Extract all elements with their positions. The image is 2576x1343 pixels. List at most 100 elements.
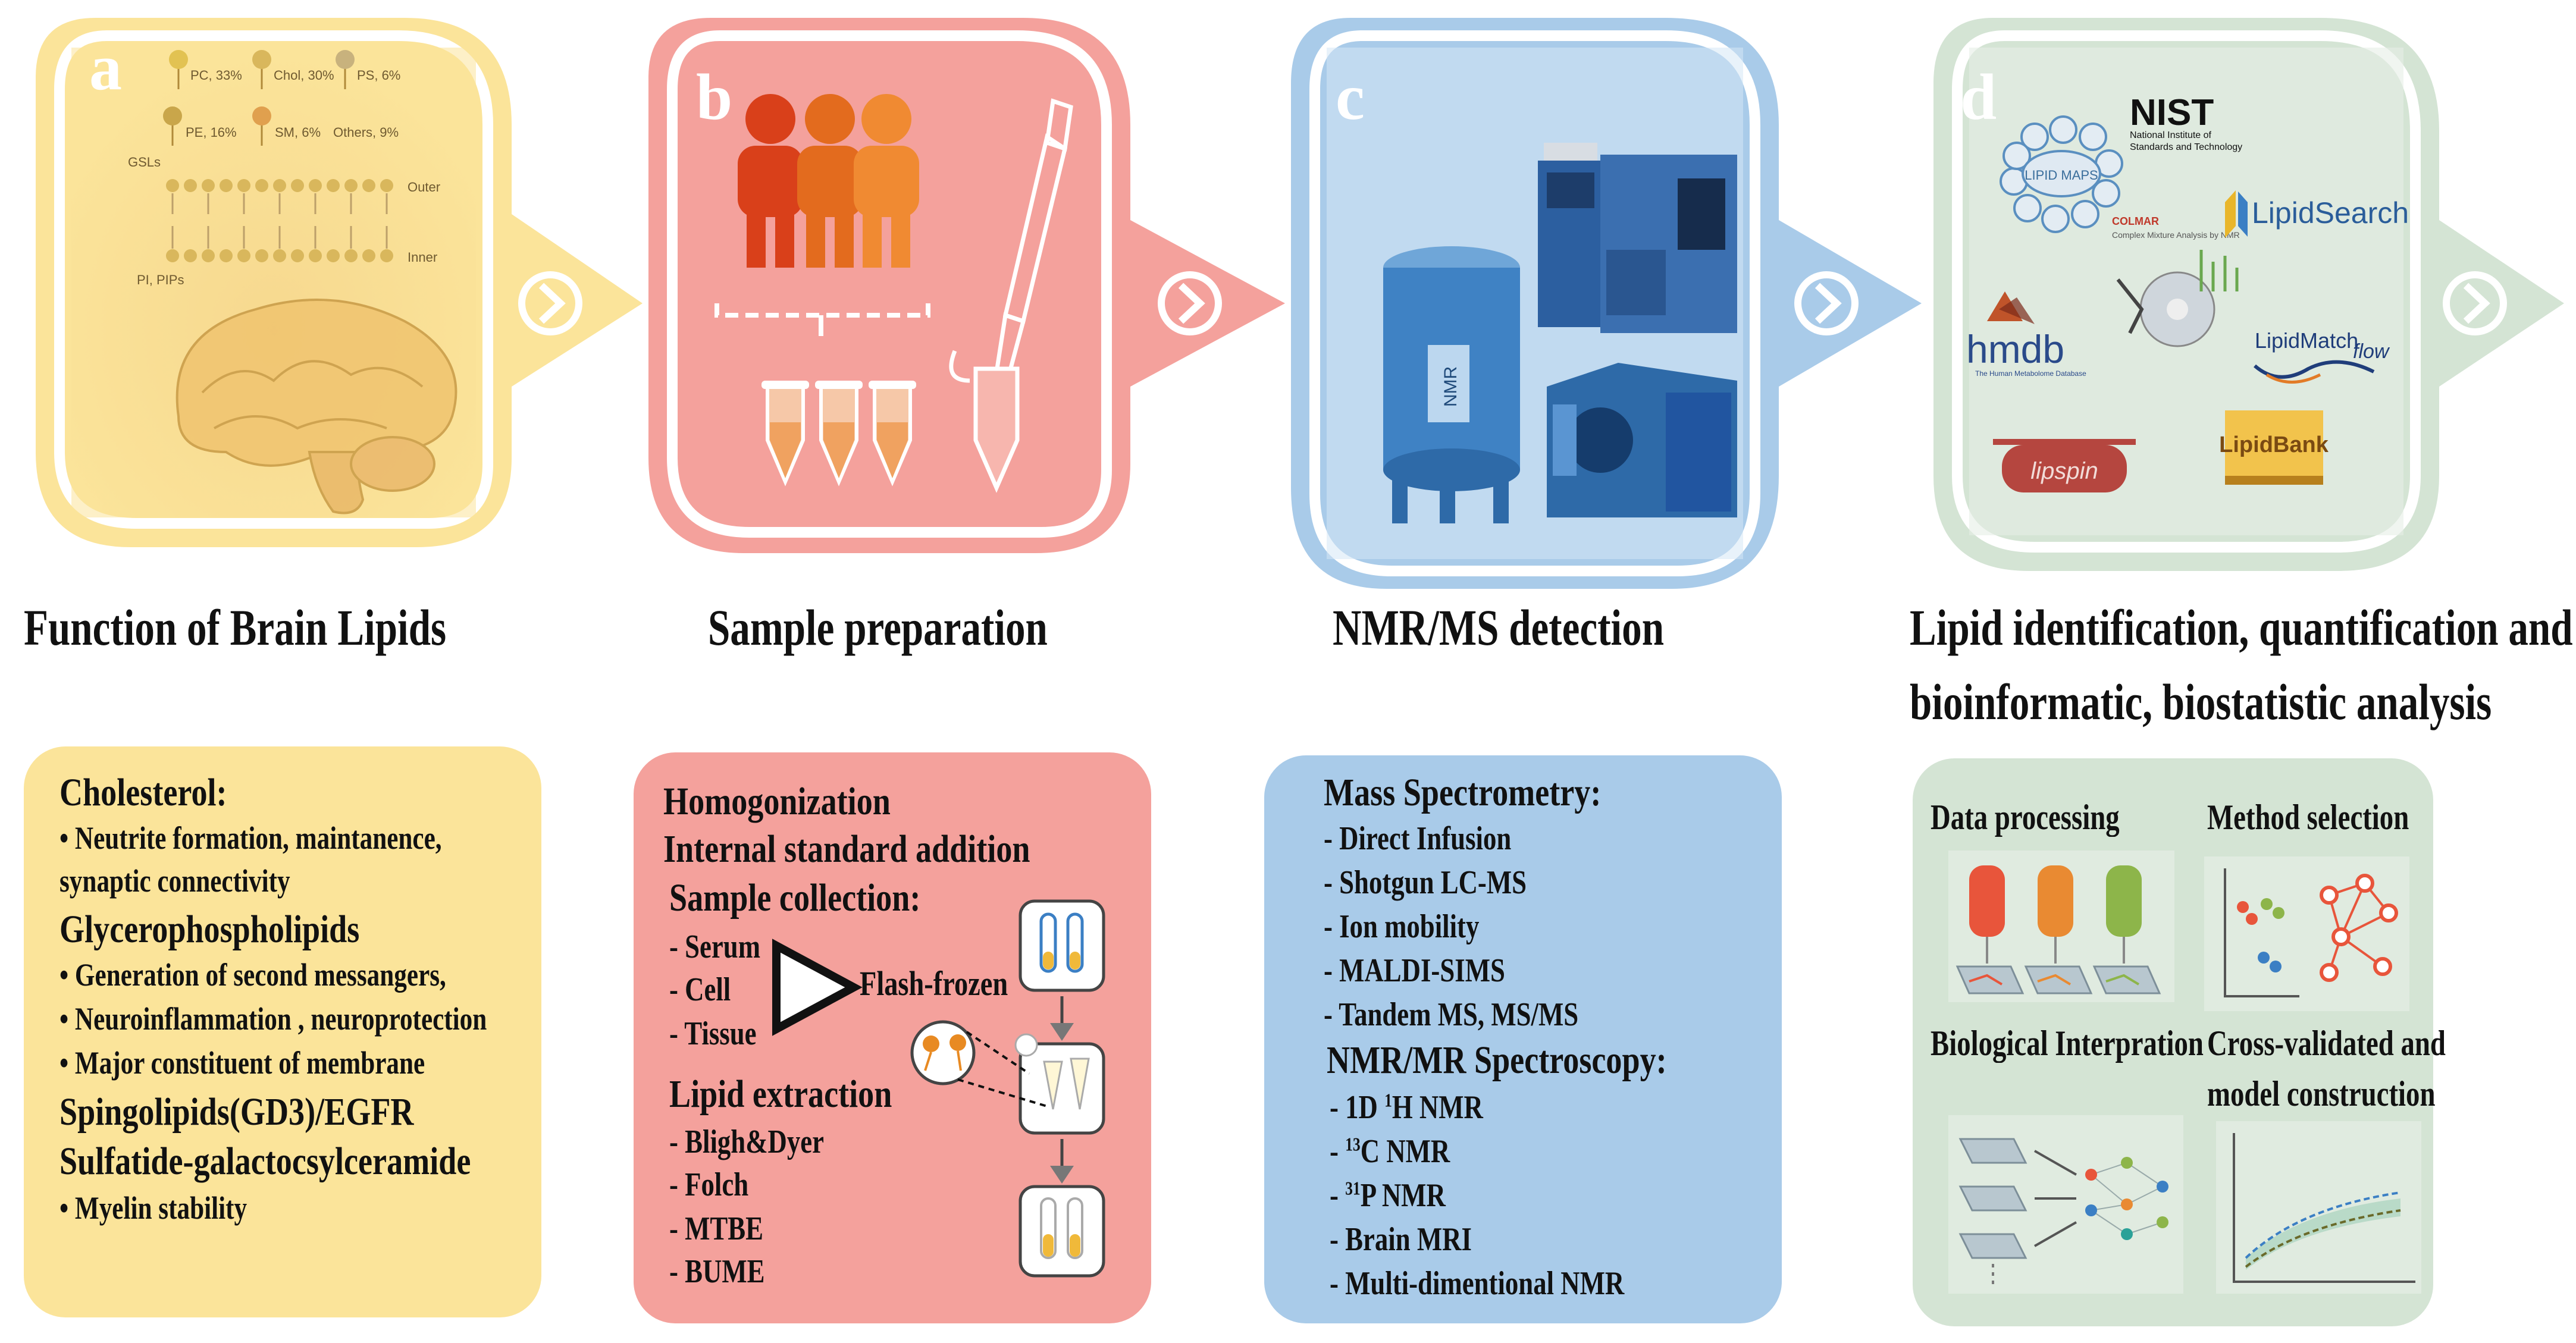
cholesterol-heading: Cholesterol: <box>59 771 227 814</box>
glyc-item-2: • Neuroinflammation , neuroprotection <box>59 1001 487 1037</box>
box-b-graphics <box>772 899 1105 1278</box>
sulfatide-heading: Sulfatide-galactocsylceramide <box>59 1140 471 1183</box>
data-processing-graphic <box>1948 851 2174 1002</box>
panel-d-letter: d <box>1960 61 1997 133</box>
panel-c: c NMR <box>1291 18 1922 589</box>
nmr-item-4: - Brain MRI <box>1330 1221 1472 1258</box>
box-nmr-ms <box>1264 755 1782 1323</box>
panel-b: b <box>648 18 1285 553</box>
others-label: Others, 9% <box>333 125 399 140</box>
lipid-droplet-icon <box>910 1020 1048 1107</box>
panel-c-letter: c <box>1336 61 1365 133</box>
people-icons <box>714 94 930 336</box>
outer-label: Outer <box>408 180 440 194</box>
next-arrow-c <box>1794 271 1859 335</box>
panel-d: d LIPID MAPS NIST National Institute of … <box>1933 18 2564 571</box>
method-selection-label: Method selection <box>2207 798 2409 837</box>
pi-label: PI, PIPs <box>137 272 184 287</box>
ms-item-2: - Shotgun LC-MS <box>1324 864 1527 901</box>
brain-illustration <box>176 299 457 514</box>
hmdb-sub: The Human Metabolome Database <box>1975 369 2086 378</box>
glyc-item-3: • Major constituent of membrane <box>59 1045 425 1081</box>
extraction-heading: Lipid extraction <box>669 1072 892 1116</box>
chol-label: Chol, 30% <box>274 68 334 83</box>
nmr-item-2: - 13C NMR <box>1330 1133 1450 1170</box>
method-selection-graphic <box>2204 856 2409 1011</box>
title-sample-preparation: Sample preparation <box>708 599 1048 656</box>
panel-b-shape <box>648 18 1285 553</box>
ms-instrument <box>1547 363 1737 517</box>
ps-label: PS, 6% <box>357 68 400 83</box>
lipidmatch-text: LipidMatch <box>2255 328 2358 353</box>
ms-item-3: - Ion mobility <box>1324 908 1480 945</box>
nist-logo: NIST <box>2130 92 2214 133</box>
title-nmr-ms-detection: NMR/MS detection <box>1333 599 1665 656</box>
collection-heading: Sample collection: <box>669 876 921 920</box>
nmr-label: NMR <box>1441 366 1461 407</box>
chol-head <box>252 50 271 69</box>
nmr-item-5: - Multi-dimentional NMR <box>1330 1265 1625 1302</box>
panel-b-letter: b <box>696 61 732 133</box>
tube-group-3 <box>1019 1185 1105 1278</box>
biological-interpretation-label: Biological Interpration <box>1931 1024 2204 1063</box>
top-panels: a PC, 33% Chol, 30% PS, 6% PE, 16% SM, 6… <box>36 18 2564 589</box>
lipidmatch-logo: LipidMatch flow <box>2254 328 2390 384</box>
chol-item-1b: synaptic connectivity <box>59 863 290 899</box>
title-brain-lipids: Function of Brain Lipids <box>24 599 447 656</box>
ms-heading: Mass Spectrometry: <box>1324 771 1602 814</box>
sulf-item-1: • Myelin stability <box>59 1190 247 1226</box>
pe-head <box>163 106 182 125</box>
gsls-label: GSLs <box>128 155 161 170</box>
cell-item: - Cell <box>669 971 731 1008</box>
flash-frozen-label: Flash-frozen <box>860 964 1008 1003</box>
box-brain-lipids <box>24 746 541 1317</box>
title-lipid-identification-2: bioinformatic, biostatistic analysis <box>1910 673 2492 730</box>
next-arrow-a <box>518 271 582 335</box>
bligh-item: - Bligh&Dyer <box>669 1124 825 1160</box>
sample-tubes <box>761 381 916 487</box>
lc-ms-instrument <box>1538 143 1737 333</box>
cross-validation-graphic <box>2216 1121 2421 1294</box>
nmr-heading: NMR/MR Spectroscopy: <box>1327 1038 1667 1082</box>
panel-a-letter: a <box>89 31 122 103</box>
panel-a: a PC, 33% Chol, 30% PS, 6% PE, 16% SM, 6… <box>36 18 643 547</box>
colmar-graphic <box>2116 250 2239 347</box>
chol-item-1: • Neutrite formation, maintanence, <box>59 820 442 856</box>
data-processing-label: Data processing <box>1931 798 2120 837</box>
spingo-heading: Spingolipids(GD3)/EGFR <box>59 1090 414 1134</box>
serum-item: - Serum <box>669 928 761 965</box>
pc-label: PC, 33% <box>190 68 242 83</box>
hmdb-logo: hmdb The Human Metabolome Database <box>1966 291 2086 378</box>
ps-head <box>336 50 355 69</box>
title-lipid-identification-1: Lipid identification, quantification and <box>1910 599 2573 656</box>
lipid-composition: PC, 33% Chol, 30% PS, 6% PE, 16% SM, 6% … <box>163 50 400 146</box>
mtbe-item: - MTBE <box>669 1210 764 1247</box>
pc-head <box>169 50 188 69</box>
glyc-item-1: • Generation of second messangers, <box>59 957 446 993</box>
tissue-item: - Tissue <box>669 1015 757 1052</box>
nist-sub2: Standards and Technology <box>2130 142 2242 152</box>
colmar-sub: Complex Mixture Analysis by NMR <box>2112 230 2240 240</box>
ms-item-4: - MALDI-SIMS <box>1324 952 1505 989</box>
sm-head <box>252 106 271 125</box>
nmr-item-1: - 1D 1H NMR <box>1330 1089 1483 1126</box>
flow-text: flow <box>2353 340 2390 363</box>
lipid-maps-logo: LIPID MAPS <box>2000 115 2123 233</box>
ms-item-1: - Direct Infusion <box>1324 820 1512 857</box>
nist-sub1: National Institute of <box>2130 130 2212 140</box>
homog-label: Homogonization <box>663 780 891 823</box>
nmr-item-3: - 31P NMR <box>1330 1177 1446 1214</box>
lipspin-logo: lipspin <box>1993 439 2136 492</box>
inner-label: Inner <box>408 250 437 265</box>
lipidsearch-text: LipidSearch <box>2252 196 2409 230</box>
lipid-maps-text: LIPID MAPS <box>2025 168 2098 183</box>
bume-item: - BUME <box>669 1253 765 1290</box>
internal-std-label: Internal standard addition <box>663 827 1030 871</box>
biological-interpretation-graphic <box>1948 1115 2183 1294</box>
pipette-icon <box>949 98 1073 493</box>
lipidbank-text: LipidBank <box>2219 432 2329 457</box>
lipspin-text: lipspin <box>2030 458 2098 484</box>
sm-label: SM, 6% <box>275 125 321 140</box>
box-d-graphics <box>1948 851 2421 1294</box>
